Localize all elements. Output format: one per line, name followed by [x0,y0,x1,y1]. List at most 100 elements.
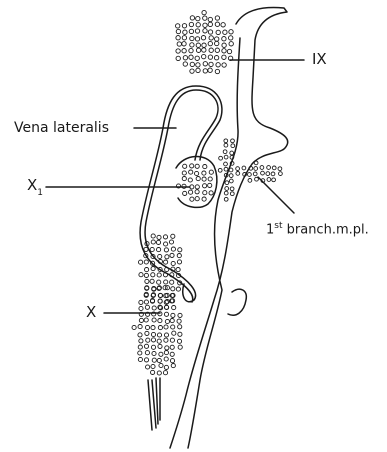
cell [183,30,187,34]
nerve-fibres [148,378,160,430]
cell [176,268,180,272]
cell [208,183,212,187]
cell [230,151,234,155]
cell [151,345,155,349]
cell [195,197,199,201]
cell [203,16,207,20]
cell [145,325,149,329]
cell [144,300,148,304]
cell [224,197,228,201]
cell [177,254,181,258]
cell [164,365,168,369]
cell [225,181,229,185]
label-x1-main: X [27,176,37,194]
cell [163,371,167,375]
cell [169,240,173,244]
cell [144,273,148,277]
cell [222,43,226,47]
cell [151,364,155,368]
label-branch-sup: st [274,221,282,231]
cell [144,344,148,348]
cell [138,345,142,349]
cell [195,29,199,33]
cell [266,172,270,176]
cell [253,172,257,176]
cell [151,370,155,374]
cell [157,339,161,343]
cell [254,167,258,171]
cell [159,352,163,356]
cell [144,318,148,322]
cell [196,23,200,27]
cell [144,260,148,264]
cell [183,62,187,66]
cell [171,364,175,368]
cell [171,247,175,251]
cell [202,54,206,58]
cell [176,287,180,291]
cell [203,23,207,27]
cell [164,312,168,316]
cell [254,161,258,165]
cell [177,260,181,264]
label-x: X [86,305,96,320]
cell [165,255,169,259]
cell [189,29,193,33]
cell [224,155,228,159]
cell [176,36,180,40]
cell [209,36,213,40]
cell [164,280,168,284]
cell [271,172,275,176]
cell [138,357,142,361]
cell [139,260,143,264]
cell [196,16,200,20]
cell [150,247,154,251]
cell [223,30,227,34]
cell [203,69,207,73]
cell [208,68,212,72]
cell [203,165,207,169]
cell [190,43,194,47]
cell [260,166,264,170]
cell [157,358,161,362]
cell [176,24,180,28]
cell [229,36,233,40]
cell [215,22,219,26]
cell [151,332,155,336]
inner-wall-outline [188,38,240,448]
cell [157,235,161,239]
cell [145,331,149,335]
cell [203,184,207,188]
cell [219,156,223,160]
cell [176,29,180,33]
cell [190,164,194,168]
cell [224,162,228,166]
cell [182,177,186,181]
cell [261,171,265,175]
cell [171,287,175,291]
cell [279,172,283,176]
cell [229,174,233,178]
cell [183,191,187,195]
cell [151,338,155,342]
cell [190,62,194,66]
cell [157,371,161,375]
cell [215,37,219,41]
cell [224,143,228,147]
cell [202,43,206,47]
cell [145,268,149,272]
cell [203,62,207,66]
cell [159,363,163,367]
cell [152,318,156,322]
cell [138,351,142,355]
cell [170,359,174,363]
cell [229,42,233,46]
cell [202,48,206,52]
cell [215,41,219,45]
cell [139,306,143,310]
cell [188,178,192,182]
label-branch-rest: branch.m.pl. [283,222,369,237]
cell [171,261,175,265]
cell [229,179,233,183]
cell [195,171,199,175]
